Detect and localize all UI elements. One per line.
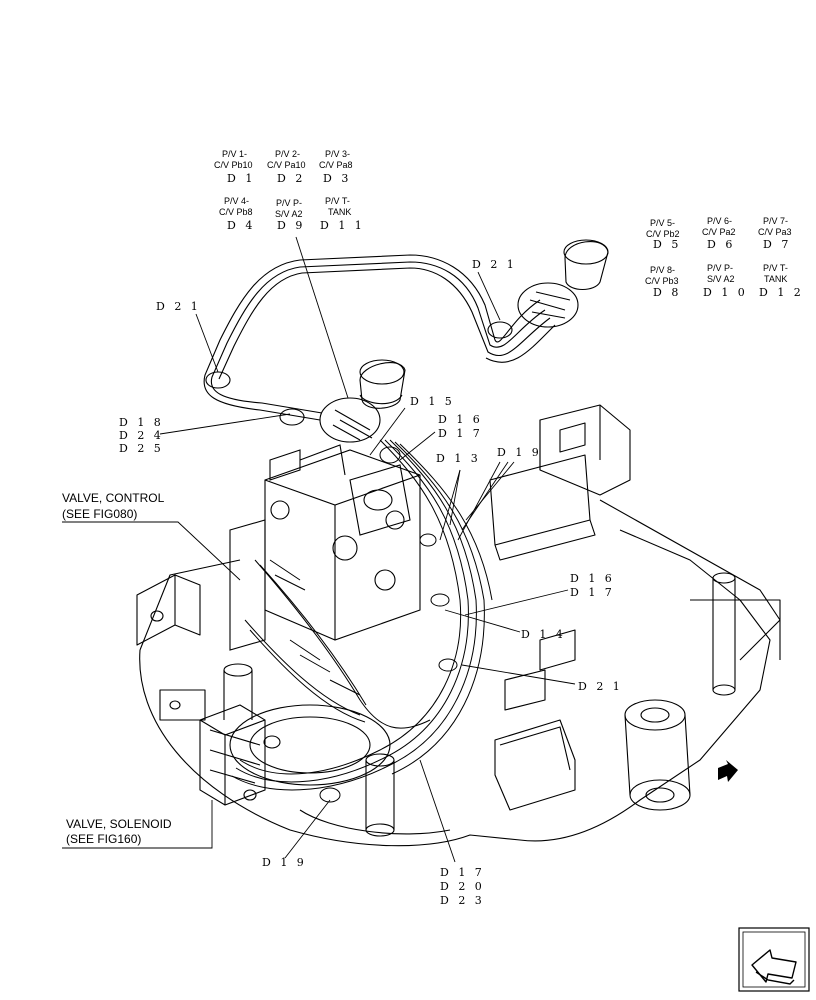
port-code: D 8 — [653, 286, 681, 299]
ref-d17-a: D 1 7 — [438, 427, 483, 440]
port-table-right: P/V 5- C/V Pb2 D 5 P/V 6- C/V Pa2 D 6 P/… — [645, 216, 804, 299]
port-label-line2: C/V Pa2 — [702, 227, 736, 237]
ref-d14: D 1 4 — [521, 628, 566, 641]
ref-d16-a: D 1 6 — [438, 413, 483, 426]
port-code: D 1 2 — [759, 286, 804, 299]
port-label-line2: S/V A2 — [707, 274, 735, 284]
port-code: D 9 — [277, 219, 305, 232]
port-label-line1: P/V 1- — [222, 149, 247, 159]
port-label-line2: C/V Pb8 — [219, 207, 253, 217]
port-label-line2: C/V Pa8 — [319, 160, 353, 170]
ref-d21-left: D 2 1 — [156, 300, 201, 313]
ref-d21-top: D 2 1 — [472, 258, 517, 271]
port-code: D 1 1 — [320, 219, 365, 232]
port-label-line1: P/V 6- — [707, 216, 732, 226]
port-label-line2: C/V Pb10 — [214, 160, 253, 170]
port-label-line1: P/V 2- — [275, 149, 300, 159]
port-label-line2: TANK — [764, 274, 787, 284]
port-label-line1: P/V P- — [276, 198, 302, 208]
port-code: D 5 — [653, 238, 681, 251]
callout-valve-control-line2: (SEE FIG080) — [62, 507, 137, 521]
reference-codes: D 2 1 D 2 1 D 1 8 D 2 4 D 2 5 D 1 5 D 1 … — [119, 258, 623, 907]
pilot-hose-loop — [203, 254, 556, 426]
pilot-valve-center — [319, 359, 406, 443]
ref-d19-b: D 1 9 — [262, 856, 307, 869]
port-table-left: P/V 1- C/V Pb10 D 1 P/V 2- C/V Pa10 D 2 … — [214, 149, 365, 232]
ref-d25: D 2 5 — [119, 442, 164, 455]
port-code: D 1 0 — [703, 286, 748, 299]
ref-d20: D 2 0 — [440, 880, 485, 893]
ref-d16-b: D 1 6 — [570, 572, 615, 585]
next-page-arrow-icon[interactable] — [738, 927, 810, 992]
port-label-line1: P/V P- — [707, 263, 733, 273]
port-label-line2: TANK — [328, 207, 351, 217]
ref-d19-a: D 1 9 — [497, 446, 542, 459]
ref-d24: D 2 4 — [119, 429, 164, 442]
port-code: D 1 — [227, 172, 255, 185]
port-label-line1: P/V T- — [763, 263, 788, 273]
port-code: D 3 — [323, 172, 351, 185]
hose-bundle — [231, 439, 493, 803]
port-code: D 7 — [763, 238, 791, 251]
port-label-line2: C/V Pb2 — [646, 229, 680, 239]
port-label-line2: C/V Pa10 — [267, 160, 306, 170]
callout-valve-solenoid-line2: (SEE FIG160) — [66, 832, 141, 846]
pilot-valve-right — [517, 239, 609, 328]
ref-d17-b: D 1 7 — [570, 586, 615, 599]
ref-d18: D 1 8 — [119, 416, 164, 429]
control-valve-block — [229, 444, 421, 651]
port-label-line2: C/V Pb3 — [645, 276, 679, 286]
port-code: D 4 — [227, 219, 255, 232]
ref-d21-mid: D 2 1 — [578, 680, 623, 693]
solenoid-valve-block — [199, 704, 281, 806]
ref-d13: D 1 3 — [436, 452, 481, 465]
direction-arrow-icon — [718, 760, 738, 782]
port-label-line2: S/V A2 — [275, 209, 303, 219]
ref-d23: D 2 3 — [440, 894, 485, 907]
port-label-line1: P/V 8- — [650, 265, 675, 275]
callout-valve-control-line1: VALVE, CONTROL — [62, 491, 165, 505]
port-label-line1: P/V T- — [325, 196, 350, 206]
leader-lines — [62, 236, 576, 863]
port-code: D 6 — [707, 238, 735, 251]
machine-frame-drawing — [136, 404, 781, 847]
port-label-line1: P/V 3- — [325, 149, 350, 159]
ref-d17-c: D 1 7 — [440, 866, 485, 879]
port-label-line1: P/V 4- — [224, 196, 249, 206]
port-label-line1: P/V 5- — [650, 218, 675, 228]
callout-valve-solenoid-line1: VALVE, SOLENOID — [66, 817, 172, 831]
port-label-line2: C/V Pa3 — [758, 227, 792, 237]
ref-d15: D 1 5 — [410, 395, 455, 408]
port-code: D 2 — [277, 172, 305, 185]
port-label-line1: P/V 7- — [763, 216, 788, 226]
